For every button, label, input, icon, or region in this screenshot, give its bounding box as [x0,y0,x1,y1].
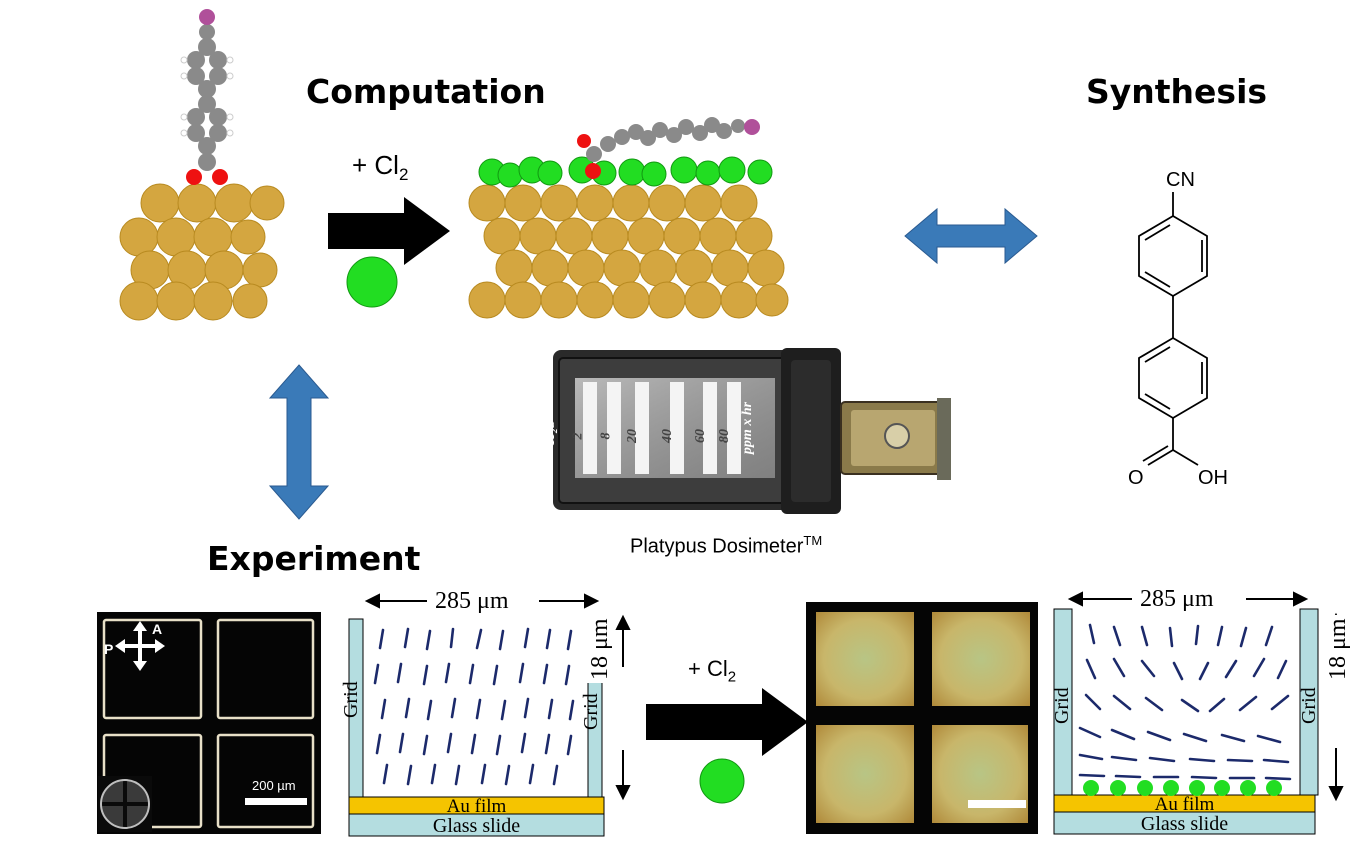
cell-width-label-after: 285 μm [1136,586,1218,613]
dosimeter-unit: ppm x hr [740,401,755,455]
au-film-label-after: Au film [1154,794,1215,815]
cyano-label: CN [1166,169,1195,191]
grid-label-left-before: Grid [340,681,362,718]
lc-cell-before [348,593,631,837]
carbonyl-oxygen-label: O [1128,467,1144,489]
reaction-label-top: + Cl2 [352,150,409,185]
glass-slide-label-after: Glass slide [1140,813,1229,835]
chemical-structure: CN O OH [1128,169,1228,489]
dosimeter-badge [553,348,951,514]
chlorine-atom-top [346,256,398,308]
dosimeter-caption: Platypus DosimeterTM [630,533,823,558]
glass-slide-label-before: Glass slide [432,815,521,837]
mesogens-homeotropic [373,627,575,786]
dosimeter-scale-80: 80 [717,429,732,443]
grid-label-right-after: Grid [1298,687,1320,724]
chlorine-layer [478,156,773,188]
reaction-arrow-top [328,197,450,265]
lc-cell-after [1053,591,1344,835]
molecule-tilted-on-gold [468,117,789,319]
biphenyl-chain-tilted [577,117,760,179]
double-arrow-computation-experiment [268,364,330,520]
cell-width-label-before: 285 μm [431,588,513,615]
dosimeter-scale-8: 8 [598,432,614,440]
hydroxyl-label: OH [1198,467,1228,489]
gold-slab-upright [119,183,285,321]
analyzer-label: A [152,621,162,637]
dosimeter-scale-20: 20 [625,429,640,443]
mesogens-planar [1078,623,1292,781]
cell-height-label-before: 18 μm [587,615,614,683]
micrograph-before: P A 200 µm [97,612,321,834]
micrograph-after [806,602,1038,834]
chlorine-atom-bottom [699,758,745,804]
cell-height-label-after: 18 μm [1325,615,1352,683]
dosimeter-scale-2: 2 [570,432,586,440]
scale-bar-label: 200 µm [252,778,296,793]
au-film-label-before: Au film [446,796,507,817]
heading-experiment: Experiment [207,539,421,578]
gold-slab-tilted [468,184,789,319]
scale-bar [245,798,307,805]
chlorine-adsorbates [1083,780,1282,796]
grid-label-left-after: Grid [1051,687,1073,724]
biphenyl-chain-upright [180,9,234,185]
reaction-label-bottom: + Cl2 [688,656,737,686]
dosimeter-scale-60: 60 [693,429,708,443]
heading-computation: Computation [306,72,546,111]
scale-bar-after [968,800,1026,808]
grid-label-right-before: Grid [580,693,602,730]
heading-synthesis: Synthesis [1086,72,1268,111]
molecule-upright-on-gold [119,9,285,321]
double-arrow-computation-synthesis [904,207,1038,265]
polarizer-label: P [104,641,113,657]
reaction-arrow-bottom [646,688,808,756]
dosimeter-scale-40: 40 [660,429,675,443]
